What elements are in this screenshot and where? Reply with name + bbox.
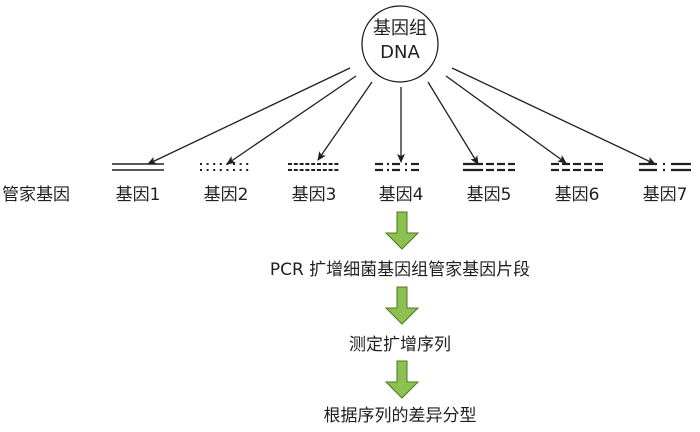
root-label-line1: 基因组 (373, 18, 427, 39)
step-sequence: 测定扩增序列 (349, 335, 451, 355)
flow-arrow-down-3 (384, 360, 420, 399)
gene-label-4: 基因4 (378, 185, 424, 205)
arrow-to-gene-1 (147, 67, 351, 165)
housekeeping-genes-label: 管家基因 (2, 185, 70, 205)
arrow-to-gene-3 (317, 81, 373, 161)
genome-dna-circle (361, 5, 439, 83)
gene-4-pattern (375, 162, 419, 172)
arrow-to-gene-5 (427, 81, 479, 165)
gene-6-pattern (551, 162, 603, 172)
gene-5-pattern (463, 162, 515, 172)
gene-3-pattern (288, 163, 339, 171)
gene-label-6: 基因6 (554, 185, 600, 205)
step-typing: 根据序列的差异分型 (323, 406, 477, 426)
arrow-to-gene-2 (226, 75, 357, 165)
arrow-to-gene-7 (451, 67, 656, 165)
root-label-line2: DNA (380, 42, 420, 63)
gene-2-pattern (200, 163, 249, 171)
step-pcr-amplify: PCR 扩增细菌基因组管家基因片段 (269, 260, 531, 280)
gene-label-7: 基因7 (642, 185, 688, 205)
flow-arrow-down-1 (384, 211, 420, 250)
gene-label-1: 基因1 (115, 185, 161, 205)
gene-1-pattern (112, 163, 164, 171)
gene-label-3: 基因3 (291, 185, 337, 205)
gene-label-2: 基因2 (203, 185, 249, 205)
flow-arrow-down-2 (384, 286, 420, 325)
arrow-to-gene-6 (445, 75, 567, 164)
gene-7-pattern (639, 162, 691, 172)
gene-label-5: 基因5 (466, 185, 512, 205)
